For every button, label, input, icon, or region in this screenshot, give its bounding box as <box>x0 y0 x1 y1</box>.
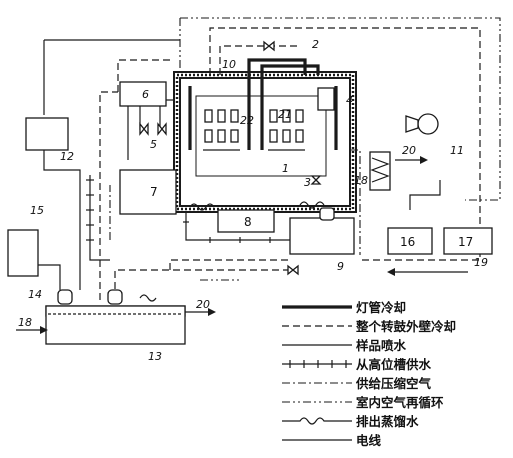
legend-label-high-tank: 从高位槽供水 <box>356 357 432 372</box>
label-9: 9 <box>337 260 344 273</box>
unit-6 <box>119 81 167 107</box>
unit-7 <box>119 169 177 215</box>
blower-11 <box>417 113 439 135</box>
label-16: 16 <box>400 235 415 249</box>
legend-label-compressed-air: 供给压缩空气 <box>355 376 432 391</box>
label-2: 2 <box>312 38 319 51</box>
unit-15 <box>7 229 39 277</box>
label-15: 15 <box>30 204 44 217</box>
label-7: 7 <box>150 185 158 199</box>
label-12: 12 <box>60 150 74 163</box>
sample-racks <box>203 109 305 151</box>
label-11: 11 <box>450 144 464 157</box>
label-18-inlet: 18 <box>18 316 32 329</box>
test-chamber <box>173 71 357 213</box>
reference-labels: 1 2 3 4 5 6 7 8 9 10 11 12 13 14 15 16 1… <box>18 38 488 363</box>
label-8: 8 <box>244 215 252 229</box>
unit-12 <box>25 117 69 151</box>
label-21: 21 <box>278 108 292 121</box>
label-1: 1 <box>282 162 289 175</box>
label-6: 6 <box>142 88 149 101</box>
label-20-right: 20 <box>402 144 416 157</box>
valve-top <box>263 40 275 52</box>
air-recirculation-lines <box>179 17 501 281</box>
unit-4 <box>317 87 335 111</box>
legend-swatch-distilled-water <box>282 417 352 425</box>
equipment <box>7 81 493 345</box>
label-3: 3 <box>304 176 311 189</box>
valves <box>139 40 322 276</box>
label-17: 17 <box>458 235 473 249</box>
label-18-exchanger: 18 <box>354 174 368 187</box>
label-22: 22 <box>240 114 254 127</box>
unit-17 <box>443 227 493 255</box>
label-19: 19 <box>474 256 488 269</box>
wall-cooling-lines <box>99 27 481 300</box>
legend-label-wall-cooling: 整个转鼓外壁冷却 <box>356 319 456 334</box>
pump-14b <box>107 289 123 305</box>
label-13: 13 <box>148 350 162 363</box>
arrows <box>16 156 468 334</box>
unit-8 <box>217 209 275 233</box>
label-5: 5 <box>150 138 157 151</box>
legend-label-sample-spray: 样品喷水 <box>356 338 407 353</box>
sample-spray-line <box>127 99 174 160</box>
high-tank-supply <box>86 175 300 261</box>
distilled-water-drain <box>139 201 325 302</box>
label-10: 10 <box>222 58 236 71</box>
pump-14 <box>57 289 73 305</box>
legend-label-air-recirculation: 室内空气再循环 <box>356 395 444 410</box>
legend-label-lamp-cooling: 灯管冷却 <box>356 300 406 315</box>
label-14: 14 <box>28 288 42 301</box>
legend-label-distilled-water: 排出蒸馏水 <box>356 414 419 429</box>
legend-label-electric-wire: 电线 <box>356 433 382 448</box>
tank-9 <box>289 217 355 255</box>
label-4: 4 <box>346 94 353 107</box>
unit-16 <box>387 227 433 255</box>
lamp-cooling-lines <box>247 58 320 86</box>
legend-swatch-high-tank <box>282 360 352 368</box>
legend: 灯管冷却 整个转鼓外壁冷却 样品喷水 从高位槽供水 供给压缩空气 室内空气再循环… <box>282 300 456 448</box>
valve-bottom <box>287 264 299 276</box>
label-20-bottom: 20 <box>196 298 210 311</box>
pump-9 <box>319 207 335 221</box>
water-tank-13 <box>45 305 186 345</box>
